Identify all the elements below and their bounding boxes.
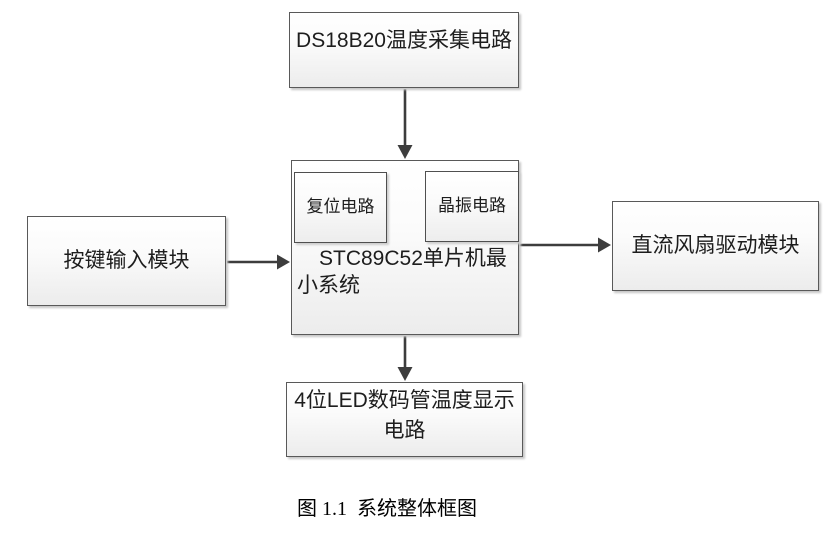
- arrow-mcu-to-fan: [519, 237, 611, 253]
- node-mcu-label-line2: 小系统: [297, 274, 360, 297]
- node-reset-circuit: 复位电路: [294, 172, 387, 243]
- node-mcu-label: STC89C52单片机最 小系统: [297, 245, 513, 299]
- node-led-display-label-line2: 电路: [383, 419, 426, 442]
- node-key-input-label: 按键输入模块: [63, 249, 190, 273]
- figure-caption: 图 1.1 系统整体框图: [297, 498, 477, 520]
- node-fan-driver: 直流风扇驱动模块: [612, 201, 819, 291]
- node-sensor-label: DS18B20温度采集电路: [296, 29, 512, 53]
- node-mcu-label-line1: STC89C52单片机最: [319, 247, 507, 270]
- arrow-sensor-to-mcu: [397, 89, 413, 159]
- arrow-keys-to-mcu: [227, 254, 290, 270]
- node-led-display: 4位LED数码管温度显示 电路: [286, 382, 523, 457]
- node-crystal-circuit-label: 晶振电路: [438, 196, 506, 216]
- node-reset-circuit-label: 复位电路: [306, 197, 375, 217]
- node-crystal-circuit: 晶振电路: [425, 171, 519, 242]
- node-led-display-label-line1: 4位LED数码管温度显示: [294, 389, 515, 412]
- node-mcu: 复位电路 晶振电路 STC89C52单片机最 小系统: [291, 160, 519, 335]
- arrow-mcu-to-display: [397, 336, 413, 381]
- node-fan-driver-label: 直流风扇驱动模块: [631, 234, 800, 258]
- node-key-input: 按键输入模块: [27, 216, 226, 306]
- node-sensor: DS18B20温度采集电路: [289, 12, 519, 88]
